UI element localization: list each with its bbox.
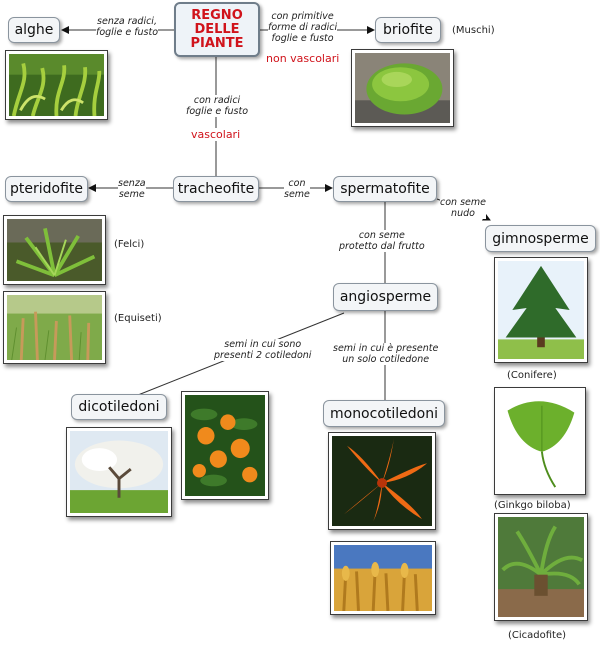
conifera-photo	[494, 257, 588, 363]
giglio-photo	[328, 432, 436, 530]
equiseti-photo	[3, 291, 106, 364]
link-label-alghe: senza radici,foglie e fusto	[96, 16, 159, 38]
note-vascolari: vascolari	[191, 128, 241, 141]
arance-photo	[181, 391, 269, 500]
grano-photo	[330, 541, 436, 615]
node-briofite[interactable]: briofite	[375, 17, 441, 43]
node-dicotiledoni[interactable]: dicotiledoni	[71, 394, 167, 420]
caption-equiseti: (Equiseti)	[114, 313, 162, 324]
node-alghe[interactable]: alghe	[8, 17, 60, 43]
node-tracheofite[interactable]: tracheofite	[173, 176, 259, 202]
node-angiosperme[interactable]: angiosperme	[333, 283, 438, 311]
melo-fiorito-photo	[66, 427, 172, 517]
muschio-photo	[351, 49, 454, 127]
note-non-vascolari: non vascolari	[266, 52, 340, 65]
root-line-3: PIANTE	[190, 35, 244, 51]
node-pteridofite[interactable]: pteridofite	[5, 176, 88, 202]
caption-muschi: (Muschi)	[452, 25, 495, 36]
node-monocotiledoni[interactable]: monocotiledoni	[323, 400, 445, 427]
cicadofite-photo	[494, 513, 588, 621]
alghe-photo	[5, 50, 108, 120]
root-line-2: DELLE	[194, 21, 240, 37]
node-spermatofite[interactable]: spermatofite	[333, 176, 437, 202]
felci-photo	[3, 215, 106, 285]
ginkgo-photo	[494, 387, 586, 495]
root-line-1: REGNO	[191, 7, 243, 23]
node-gimnosperme[interactable]: gimnosperme	[485, 225, 596, 252]
caption-conifere: (Conifere)	[507, 370, 557, 381]
root-node-regno-delle-piante[interactable]: REGNO DELLE PIANTE	[174, 2, 260, 57]
caption-cicadofite: (Cicadofite)	[508, 630, 567, 641]
caption-felci: (Felci)	[114, 239, 145, 250]
caption-ginkgo: (Ginkgo biloba)	[494, 500, 571, 511]
